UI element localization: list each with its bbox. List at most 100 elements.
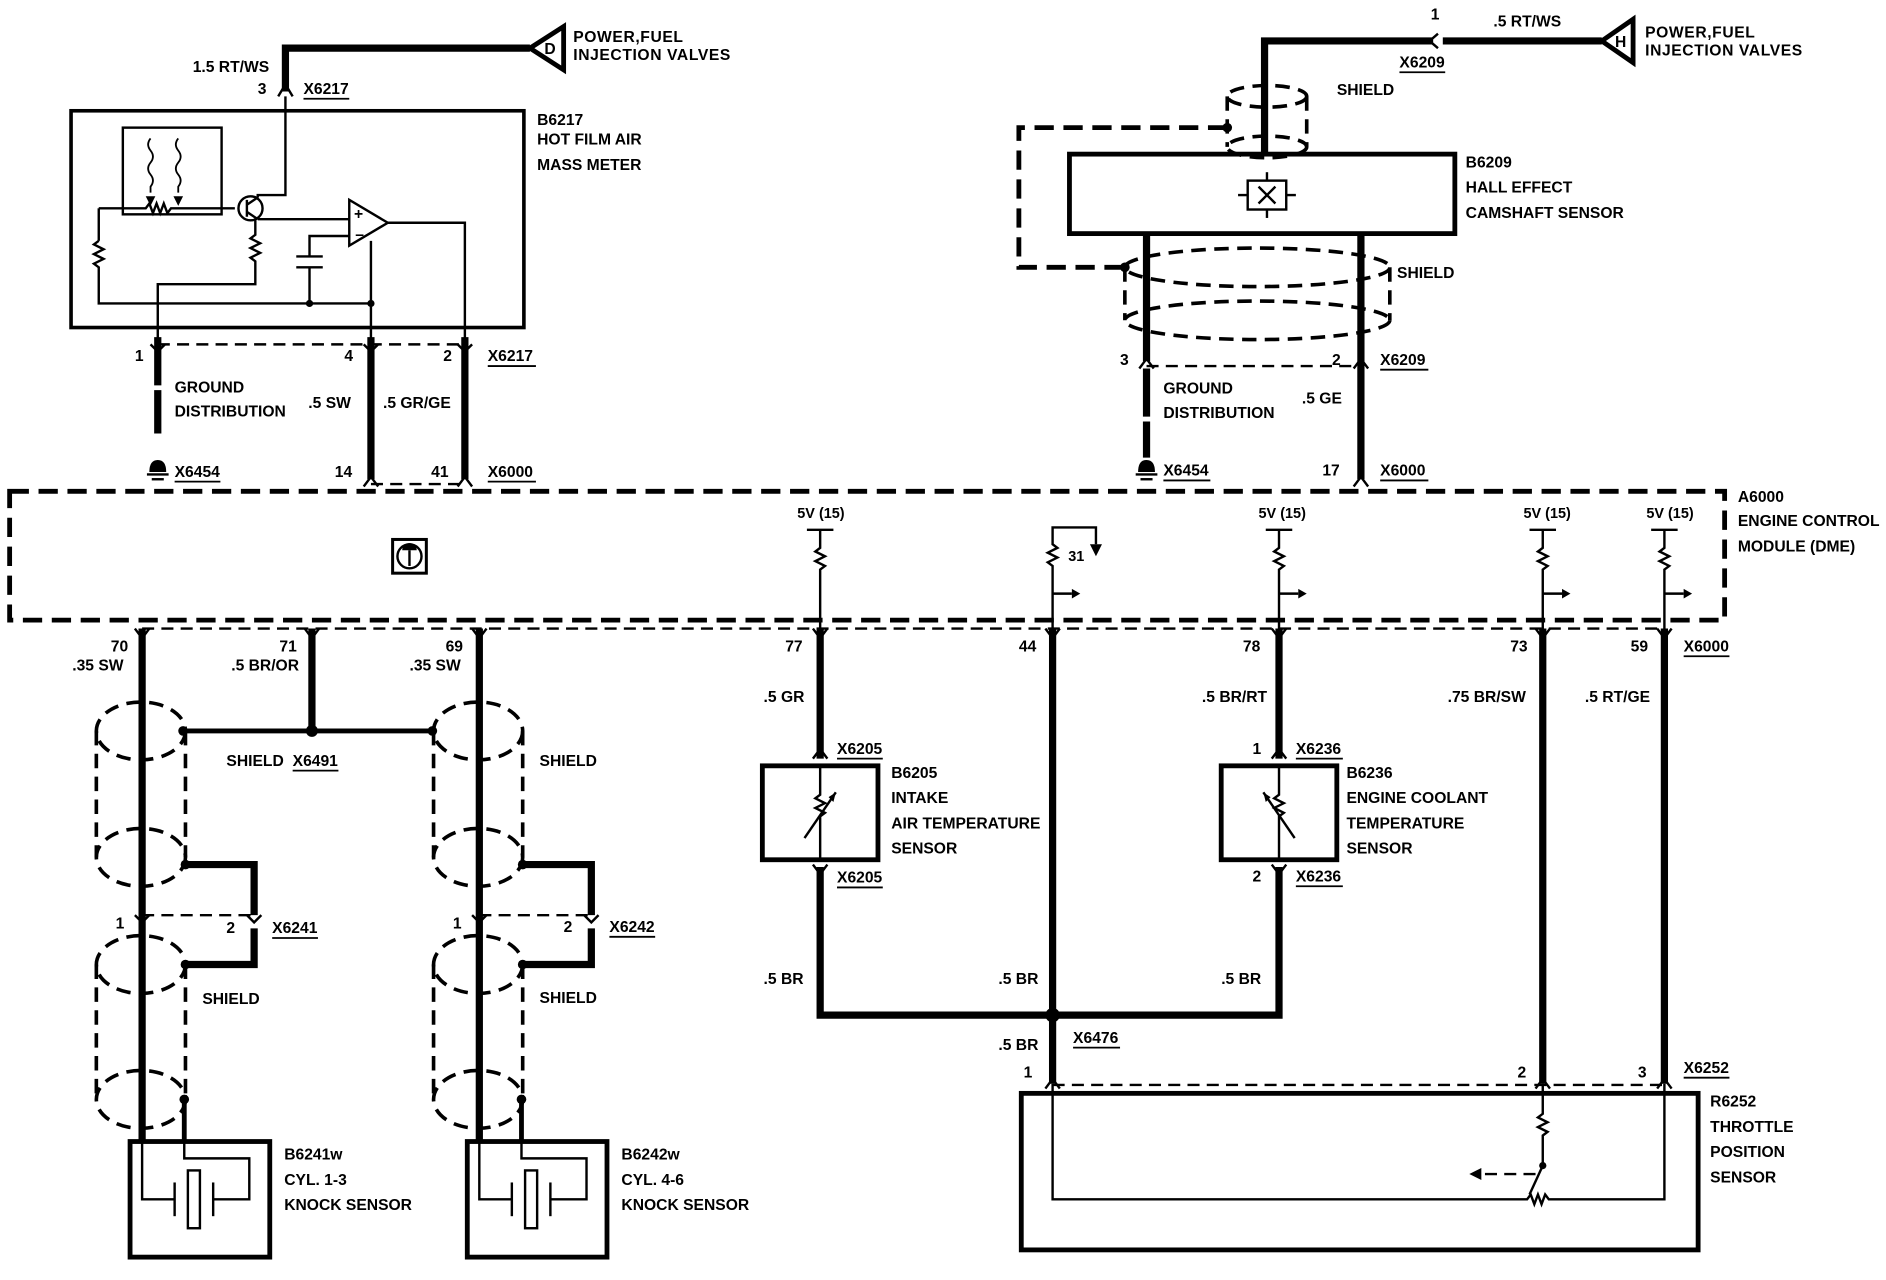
tps-name-3: SENSOR xyxy=(1710,1169,1776,1186)
cam-ground-connector: X6454 xyxy=(1163,463,1209,480)
cam-supply-wire xyxy=(1260,37,1434,155)
junction-dot xyxy=(179,1094,190,1105)
pin-chevron-icon xyxy=(1270,863,1288,877)
junction-dot xyxy=(1222,122,1233,133)
ecm-pin-77: 77 xyxy=(785,638,803,655)
maf-name-1: HOT FILM AIR xyxy=(537,131,642,148)
cam-wire-pin2-label: .5 GE xyxy=(1302,390,1342,407)
iat-wire-label: .5 GR xyxy=(764,689,805,706)
knock1-name: KNOCK SENSOR xyxy=(284,1197,412,1214)
ecm-pin-73: 73 xyxy=(1510,638,1528,655)
junction-dot xyxy=(517,959,528,970)
potentiometer-icon xyxy=(1051,1083,1666,1208)
tps-pin-3: 3 xyxy=(1638,1065,1647,1082)
knock-section: 70 .35 SW 71 .5 BR/OR 69 .35 SW SHIELD X… xyxy=(72,628,749,1260)
tps-id: R6252 xyxy=(1710,1094,1756,1111)
iat-return-wire-label: .5 BR xyxy=(764,971,804,988)
knock2-shield-label-bottom: SHIELD xyxy=(540,990,597,1007)
knock1-shield-loop xyxy=(185,860,258,969)
knock2-id: B6242w xyxy=(621,1147,680,1164)
ect-name-1: ENGINE COOLANT xyxy=(1346,790,1488,807)
ecm-ground-label-31: 31 xyxy=(1068,549,1084,565)
cam-ecm-connector: X6000 xyxy=(1380,463,1426,480)
cam-connector-top: X6209 xyxy=(1399,54,1445,71)
hall-effect-icon xyxy=(1238,172,1296,218)
signal-arrow-icon xyxy=(1562,588,1571,599)
opamp-minus: – xyxy=(355,227,364,244)
ect-pin-2: 2 xyxy=(1253,868,1262,885)
maf-box xyxy=(69,108,526,330)
ect-return-wire-label: .5 BR xyxy=(1221,971,1261,988)
splice-dot xyxy=(305,724,318,737)
cam-connector-bottom: X6209 xyxy=(1380,352,1426,369)
ground-arrow-icon xyxy=(1089,544,1102,557)
pin-chevron-icon xyxy=(1270,746,1288,760)
iat-name-2: AIR TEMPERATURE xyxy=(891,815,1040,832)
pullup-resistor-59: 5V (15) xyxy=(1646,506,1694,629)
junction-dot xyxy=(180,859,191,870)
cam-id: B6209 xyxy=(1466,154,1512,171)
tps-name-1: THROTTLE xyxy=(1710,1119,1793,1136)
maf-pin-3: 3 xyxy=(258,81,267,98)
ecm-pin-17: 17 xyxy=(1322,463,1340,480)
knock1-pin-2: 2 xyxy=(226,920,235,937)
splice-dot xyxy=(1045,1007,1060,1023)
ground44-wire-label: .5 BR xyxy=(998,971,1038,988)
maf-supply-wire xyxy=(281,44,530,92)
maf-pin-1: 1 xyxy=(135,348,144,365)
cam-ground-label-1: GROUND xyxy=(1163,381,1233,398)
ecm-name-2: MODULE (DME) xyxy=(1738,538,1855,555)
pullup-resistor-77: 5V (15) xyxy=(797,506,845,629)
maf-name-2: MASS METER xyxy=(537,157,641,174)
tps-wire-59-label: .5 RT/GE xyxy=(1585,689,1650,706)
ecm-id: A6000 xyxy=(1738,489,1784,506)
ground44-wire-below-label: .5 BR xyxy=(998,1037,1038,1054)
ect-section: 78 .5 BR/RT 1 X6236 B6236 ENGINE COOLANT… xyxy=(1202,628,1489,988)
maf-id: B6217 xyxy=(537,112,583,129)
ect-id: B6236 xyxy=(1346,765,1392,782)
knock1-shield-label-bottom: SHIELD xyxy=(202,991,259,1008)
knock1-pin-1: 1 xyxy=(116,915,125,932)
iat-name-1: INTAKE xyxy=(891,790,948,807)
ecm-pin-71: 71 xyxy=(279,638,297,655)
junction-dot xyxy=(516,1094,527,1105)
power-d-connector-icon: D xyxy=(525,22,567,75)
pullup-resistor-78: 5V (15) xyxy=(1259,506,1307,629)
ect-connector-bottom: X6236 xyxy=(1296,868,1342,885)
ecm-pin-70: 70 xyxy=(111,638,129,655)
supply-label-77: 5V (15) xyxy=(797,506,845,522)
maf-supply-wire-label: 1.5 RT/WS xyxy=(193,59,269,76)
cam-name-1: HALL EFFECT xyxy=(1466,180,1573,197)
knock-sensor-2 xyxy=(464,1139,610,1260)
knock2-shield-loop xyxy=(522,860,595,969)
knock2-connector: X6242 xyxy=(609,919,655,936)
knock1-id: B6241w xyxy=(284,1147,343,1164)
ecm-pin-69: 69 xyxy=(446,638,464,655)
maf-connector-top: X6217 xyxy=(303,81,349,98)
knock2-pin-1: 1 xyxy=(453,915,462,932)
tps-pin-1: 1 xyxy=(1024,1065,1033,1082)
knock-sensor-1 xyxy=(127,1139,273,1260)
tps-ecm-connector: X6000 xyxy=(1684,638,1730,655)
signal-arrow-icon xyxy=(1683,588,1693,599)
maf-wire-pin4-label: .5 SW xyxy=(308,395,351,412)
ground-icon xyxy=(146,459,169,481)
ecm-pin-chevrons xyxy=(133,343,1673,1090)
power-d-label-2: INJECTION VALVES xyxy=(573,47,731,64)
ect-connector-top: X6236 xyxy=(1296,741,1342,758)
ecm-module-outline xyxy=(7,488,1728,623)
thermistor-icon xyxy=(1262,765,1296,860)
ground-icon xyxy=(1135,459,1158,481)
signal-arrow-icon xyxy=(1298,588,1307,599)
ground-resistor-44: 31 xyxy=(1045,526,1102,629)
ecm-section: A6000 ENGINE CONTROL MODULE (DME) 5V (15… xyxy=(7,488,1880,630)
knock-wire-69-label: .35 SW xyxy=(409,658,461,675)
ecm-pin-59: 59 xyxy=(1631,638,1649,655)
pin-chevron-icon xyxy=(277,81,294,97)
ect-pin-1: 1 xyxy=(1253,741,1262,758)
iat-connector-bottom: X6205 xyxy=(837,870,883,887)
knock1-shield-label-top: SHIELD xyxy=(226,753,283,770)
cam-sensor-box xyxy=(1067,151,1458,237)
maf-wire-pin2-label: .5 GR/GE xyxy=(383,395,451,412)
